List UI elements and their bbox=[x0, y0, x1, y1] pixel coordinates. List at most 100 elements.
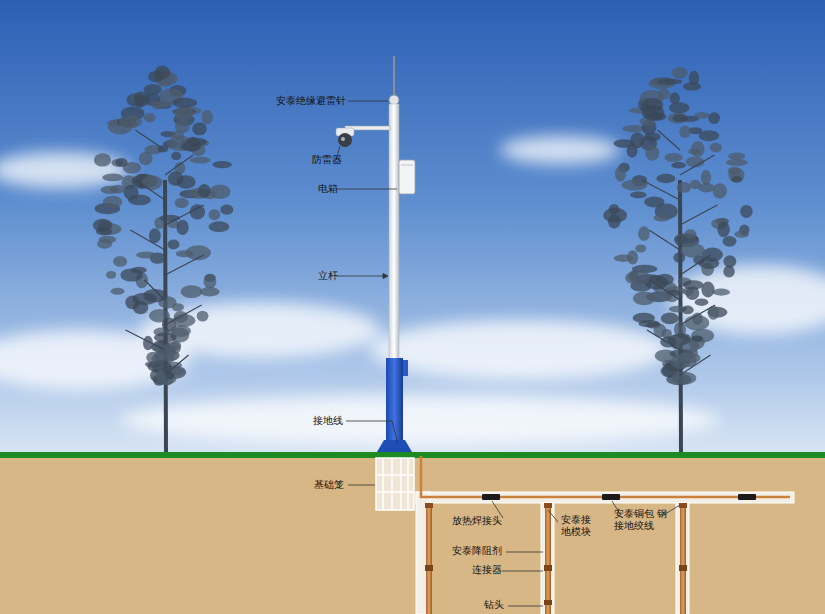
tree-canopy-part bbox=[172, 131, 184, 140]
tree-canopy-part bbox=[190, 204, 205, 219]
foundation-cage-part bbox=[376, 491, 414, 493]
tree-canopy-part bbox=[672, 372, 697, 385]
tree-canopy-part bbox=[665, 153, 683, 162]
tree-canopy-part bbox=[135, 94, 145, 107]
leader-lines bbox=[336, 101, 680, 606]
tree-canopy-part bbox=[609, 204, 619, 214]
tree-canopy-part bbox=[126, 330, 165, 350]
tree-canopy-part bbox=[168, 171, 183, 186]
tree-canopy-part bbox=[203, 275, 216, 289]
ground-conductor-part bbox=[421, 456, 790, 497]
tree-canopy-part bbox=[172, 98, 197, 108]
tree-canopy-part bbox=[717, 222, 730, 237]
clouds-part bbox=[670, 265, 825, 335]
tree-canopy-part bbox=[627, 250, 638, 264]
tree-canopy-part bbox=[111, 288, 125, 295]
tree-canopy-part bbox=[691, 141, 705, 157]
tree-canopy-part bbox=[712, 289, 730, 296]
tree-canopy-part bbox=[102, 174, 123, 182]
tree-canopy-part bbox=[684, 229, 696, 239]
ground-rods-part bbox=[679, 565, 687, 571]
leader-lines-part bbox=[348, 101, 388, 102]
foundation-cage-part bbox=[376, 474, 414, 476]
tree-canopy-part bbox=[638, 226, 650, 241]
tree-canopy-part bbox=[154, 332, 177, 342]
tree-canopy-part bbox=[220, 205, 233, 215]
foundation-cage-part bbox=[391, 458, 393, 510]
leader-lines-part bbox=[336, 189, 397, 190]
ground-rods bbox=[425, 503, 687, 614]
tree-canopy-part bbox=[654, 214, 671, 221]
tree-canopy-part bbox=[209, 209, 221, 220]
ground-rods-part bbox=[425, 565, 433, 571]
tree-canopy-part bbox=[176, 220, 188, 235]
tree-canopy-part bbox=[689, 71, 699, 85]
tree-canopy-part bbox=[119, 115, 142, 128]
sky bbox=[0, 0, 825, 456]
tree-canopy-part bbox=[638, 320, 660, 327]
soil-part bbox=[0, 458, 825, 614]
leader-lines-part bbox=[506, 552, 543, 553]
tree-canopy-part bbox=[691, 329, 714, 343]
callout-label: 安泰降阻剂 bbox=[452, 545, 502, 557]
tree-canopy-part bbox=[615, 166, 626, 182]
callout-label: 立杆 bbox=[318, 270, 338, 282]
tree-canopy-part bbox=[165, 305, 202, 325]
tree-canopy-part bbox=[681, 243, 705, 258]
leader-lines-part bbox=[346, 421, 392, 422]
ground-modules bbox=[482, 494, 756, 500]
ground-rods-part bbox=[544, 565, 552, 571]
tree-canopy-part bbox=[120, 268, 143, 281]
ground-rods-part bbox=[426, 505, 432, 614]
tree-canopy-part bbox=[142, 175, 163, 190]
callout-label: 接地线 bbox=[313, 415, 343, 427]
tree-canopy-part bbox=[723, 255, 736, 267]
tree-canopy-part bbox=[173, 314, 196, 327]
tree-canopy-part bbox=[740, 205, 752, 218]
pole-part bbox=[403, 360, 408, 376]
callout-label: 安泰绝缘避雷针 bbox=[276, 95, 346, 107]
clouds-part bbox=[120, 395, 720, 445]
tree-canopy-part bbox=[93, 219, 112, 232]
tree-canopy-part bbox=[165, 155, 193, 175]
tree-canopy-part bbox=[649, 280, 680, 300]
tree-canopy-part bbox=[174, 106, 193, 122]
tree-canopy-part bbox=[181, 141, 201, 151]
tree-canopy-part bbox=[633, 292, 655, 306]
tree-canopy-part bbox=[202, 110, 213, 124]
tree-canopy-part bbox=[113, 256, 127, 267]
clouds-part bbox=[500, 136, 620, 164]
tree-canopy-part bbox=[679, 126, 690, 138]
tree-canopy-part bbox=[642, 180, 680, 200]
callout-label: 连接器 bbox=[472, 564, 502, 576]
tree-canopy-part bbox=[677, 182, 691, 193]
tree-canopy-part bbox=[672, 67, 688, 79]
tree-canopy-part bbox=[106, 271, 116, 279]
tree-canopy-part bbox=[645, 146, 659, 161]
tree-canopy-part bbox=[661, 313, 679, 325]
foundation-cage-part bbox=[407, 458, 409, 510]
tree-canopy-part bbox=[728, 152, 745, 160]
tree-canopy-part bbox=[680, 305, 715, 325]
tree-canopy-part bbox=[198, 184, 211, 198]
tree-canopy-part bbox=[136, 252, 156, 259]
callout-label: 钻头 bbox=[484, 599, 504, 611]
electric-box-part bbox=[401, 165, 413, 166]
leader-lines-part bbox=[348, 485, 375, 486]
tree-canopy-part bbox=[165, 205, 204, 225]
pole-part bbox=[389, 104, 399, 360]
tree-canopy-part bbox=[146, 352, 159, 363]
tree-canopy-part bbox=[728, 167, 744, 182]
tree-canopy-part bbox=[99, 236, 116, 244]
tree-canopy-part bbox=[608, 214, 621, 228]
tree-canopy-part bbox=[713, 183, 727, 198]
tree-canopy bbox=[93, 65, 233, 385]
tree-canopy-part bbox=[158, 345, 176, 359]
ground-modules-part bbox=[602, 494, 620, 500]
leader-lines-part bbox=[392, 421, 398, 444]
tree-canopy-part bbox=[680, 355, 711, 375]
tree-canopy-part bbox=[139, 152, 153, 165]
callout-label: 安泰铜包 钢接地绞线 bbox=[614, 508, 667, 533]
